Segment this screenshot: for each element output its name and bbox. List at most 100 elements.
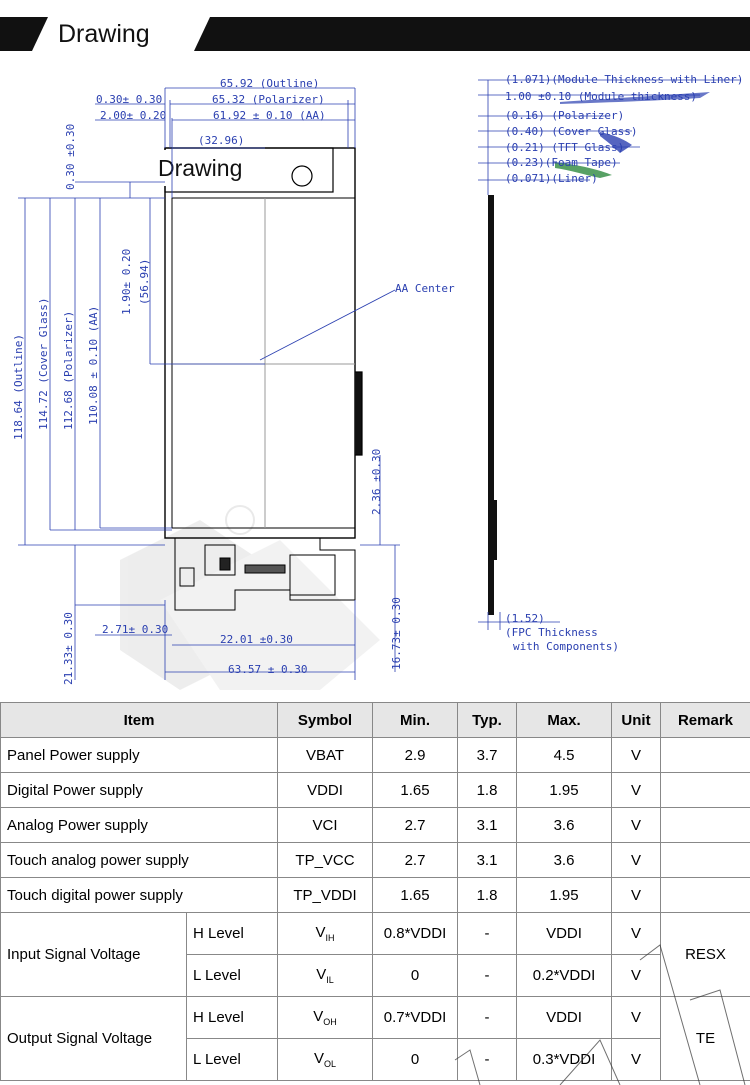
dim-aa-width: 61.92 ± 0.10 (AA): [213, 109, 326, 122]
output-signal-item: Output Signal Voltage: [0, 996, 187, 1081]
header-item: Item: [0, 702, 278, 738]
output-high-max: VDDI: [516, 996, 612, 1039]
drawing-label: Drawing: [155, 150, 280, 186]
row-item: Touch digital power supply: [0, 877, 278, 913]
dim-fpc-width: 22.01 ±0.30: [220, 633, 293, 646]
dim-aa-height: 110.08 ± 0.10 (AA): [87, 306, 100, 425]
dim-fpc-length: 16.73± 0.30: [390, 597, 403, 670]
row-symbol: VDDI: [277, 772, 373, 808]
output-high-typ: -: [457, 996, 517, 1039]
table-row: Touch analog power supply TP_VCC 2.7 3.1…: [0, 842, 750, 878]
table-row: Digital Power supply VDDI 1.65 1.8 1.95 …: [0, 772, 750, 808]
dim-outline-width: 65.92 (Outline): [220, 77, 319, 90]
row-typ: 1.8: [457, 877, 517, 913]
section-header-tab: [32, 17, 210, 51]
output-low-max: 0.3*VDDI: [516, 1038, 612, 1081]
bottom-dimensions: [74, 455, 400, 680]
input-signal-item: Input Signal Voltage: [0, 912, 187, 997]
row-min: 2.7: [372, 807, 458, 843]
table-row: Output Signal Voltage H Level VOH 0.7*VD…: [0, 996, 750, 1081]
row-item: Analog Power supply: [0, 807, 278, 843]
input-low-unit: V: [611, 954, 661, 997]
dim-cover-glass-height: 114.72 (Cover Glass): [37, 298, 50, 430]
header-min: Min.: [372, 702, 458, 738]
row-min: 1.65: [372, 877, 458, 913]
aa-center-label: AA Center: [395, 282, 455, 295]
header-symbol: Symbol: [277, 702, 373, 738]
row-remark: [660, 772, 750, 808]
fpc-thickness-value: (1.52): [505, 612, 545, 625]
output-low-unit: V: [611, 1038, 661, 1081]
side-label-polarizer: (0.16) (Polarizer): [505, 109, 624, 122]
row-symbol: VBAT: [277, 737, 373, 773]
section-title: Drawing: [58, 20, 150, 48]
output-low-typ: -: [457, 1038, 517, 1081]
input-low-level: L Level: [186, 954, 278, 997]
input-high-symbol: VIH: [277, 912, 373, 955]
input-high-max: VDDI: [516, 912, 612, 955]
svg-text:Drawing: Drawing: [158, 155, 242, 181]
row-max: 4.5: [516, 737, 612, 773]
dim-top-gap: 0.30 ±0.30: [64, 124, 77, 190]
input-low-min: 0: [372, 954, 458, 997]
output-low-min: 0: [372, 1038, 458, 1081]
row-item: Panel Power supply: [0, 737, 278, 773]
row-unit: V: [611, 877, 661, 913]
row-remark: [660, 877, 750, 913]
dim-aa-bottom-gap: 2.36 ±0.30: [370, 449, 383, 515]
row-symbol: TP_VDDI: [277, 877, 373, 913]
dim-polarizer-height: 112.68 (Polarizer): [62, 311, 75, 430]
section-header: Drawing: [0, 17, 750, 51]
side-label-module-liner: (1.071)(Module Thickness with Liner): [505, 73, 743, 86]
row-max: 3.6: [516, 842, 612, 878]
output-high-min: 0.7*VDDI: [372, 996, 458, 1039]
row-typ: 3.7: [457, 737, 517, 773]
side-label-foam-tape: (0.23)(Foam Tape): [505, 156, 618, 169]
input-high-typ: -: [457, 912, 517, 955]
table-row: Input Signal Voltage H Level VIH 0.8*VDD…: [0, 912, 750, 997]
side-label-cover-glass: (0.40) (Cover Glass): [505, 125, 637, 138]
side-label-tft-glass: (0.21) (TFT Glass): [505, 141, 624, 154]
dim-polarizer-width: 65.32 (Polarizer): [212, 93, 325, 106]
input-high-min: 0.8*VDDI: [372, 912, 458, 955]
input-low-max: 0.2*VDDI: [516, 954, 612, 997]
top-dimensions: [95, 87, 356, 198]
output-remark: TE: [660, 996, 750, 1081]
side-label-module-thickness: 1.00 ±0.10 (Module thickness): [505, 90, 697, 103]
row-remark: [660, 807, 750, 843]
left-dimensions: [18, 181, 396, 546]
row-max: 1.95: [516, 772, 612, 808]
row-unit: V: [611, 842, 661, 878]
row-typ: 3.1: [457, 807, 517, 843]
header-typ: Typ.: [457, 702, 517, 738]
row-typ: 1.8: [457, 772, 517, 808]
table-row: Analog Power supply VCI 2.7 3.1 3.6 V: [0, 807, 750, 843]
row-symbol: VCI: [277, 807, 373, 843]
dim-fpc-height: 21.33± 0.30: [62, 612, 75, 685]
input-low-symbol: VIL: [277, 954, 373, 997]
fpc-thickness-label-2: with Components): [513, 640, 619, 653]
row-min: 2.7: [372, 842, 458, 878]
row-min: 2.9: [372, 737, 458, 773]
table-row: Touch digital power supply TP_VDDI 1.65 …: [0, 877, 750, 913]
table-row: Panel Power supply VBAT 2.9 3.7 4.5 V: [0, 737, 750, 773]
row-unit: V: [611, 737, 661, 773]
input-high-level: H Level: [186, 912, 278, 955]
row-item: Touch analog power supply: [0, 842, 278, 878]
row-unit: V: [611, 807, 661, 843]
fpc-thickness-label: (FPC Thickness: [505, 626, 598, 639]
side-view: (1.071)(Module Thickness with Liner) 1.0…: [478, 73, 743, 653]
output-high-level: H Level: [186, 996, 278, 1039]
header-remark: Remark: [660, 702, 750, 738]
row-max: 1.95: [516, 877, 612, 913]
output-high-symbol: VOH: [277, 996, 373, 1039]
electrical-spec-table: Item Symbol Min. Typ. Max. Unit Remark P…: [0, 702, 750, 1081]
dim-fpc-offset: 2.71± 0.30: [102, 623, 168, 636]
input-remark: RESX: [660, 912, 750, 997]
dim-aa-half-height: (56.94): [138, 259, 151, 305]
row-remark: [660, 737, 750, 773]
table-header-row: Item Symbol Min. Typ. Max. Unit Remark: [0, 702, 750, 738]
dim-left-offset-2: 2.00± 0.20: [100, 109, 166, 122]
row-max: 3.6: [516, 807, 612, 843]
header-max: Max.: [516, 702, 612, 738]
